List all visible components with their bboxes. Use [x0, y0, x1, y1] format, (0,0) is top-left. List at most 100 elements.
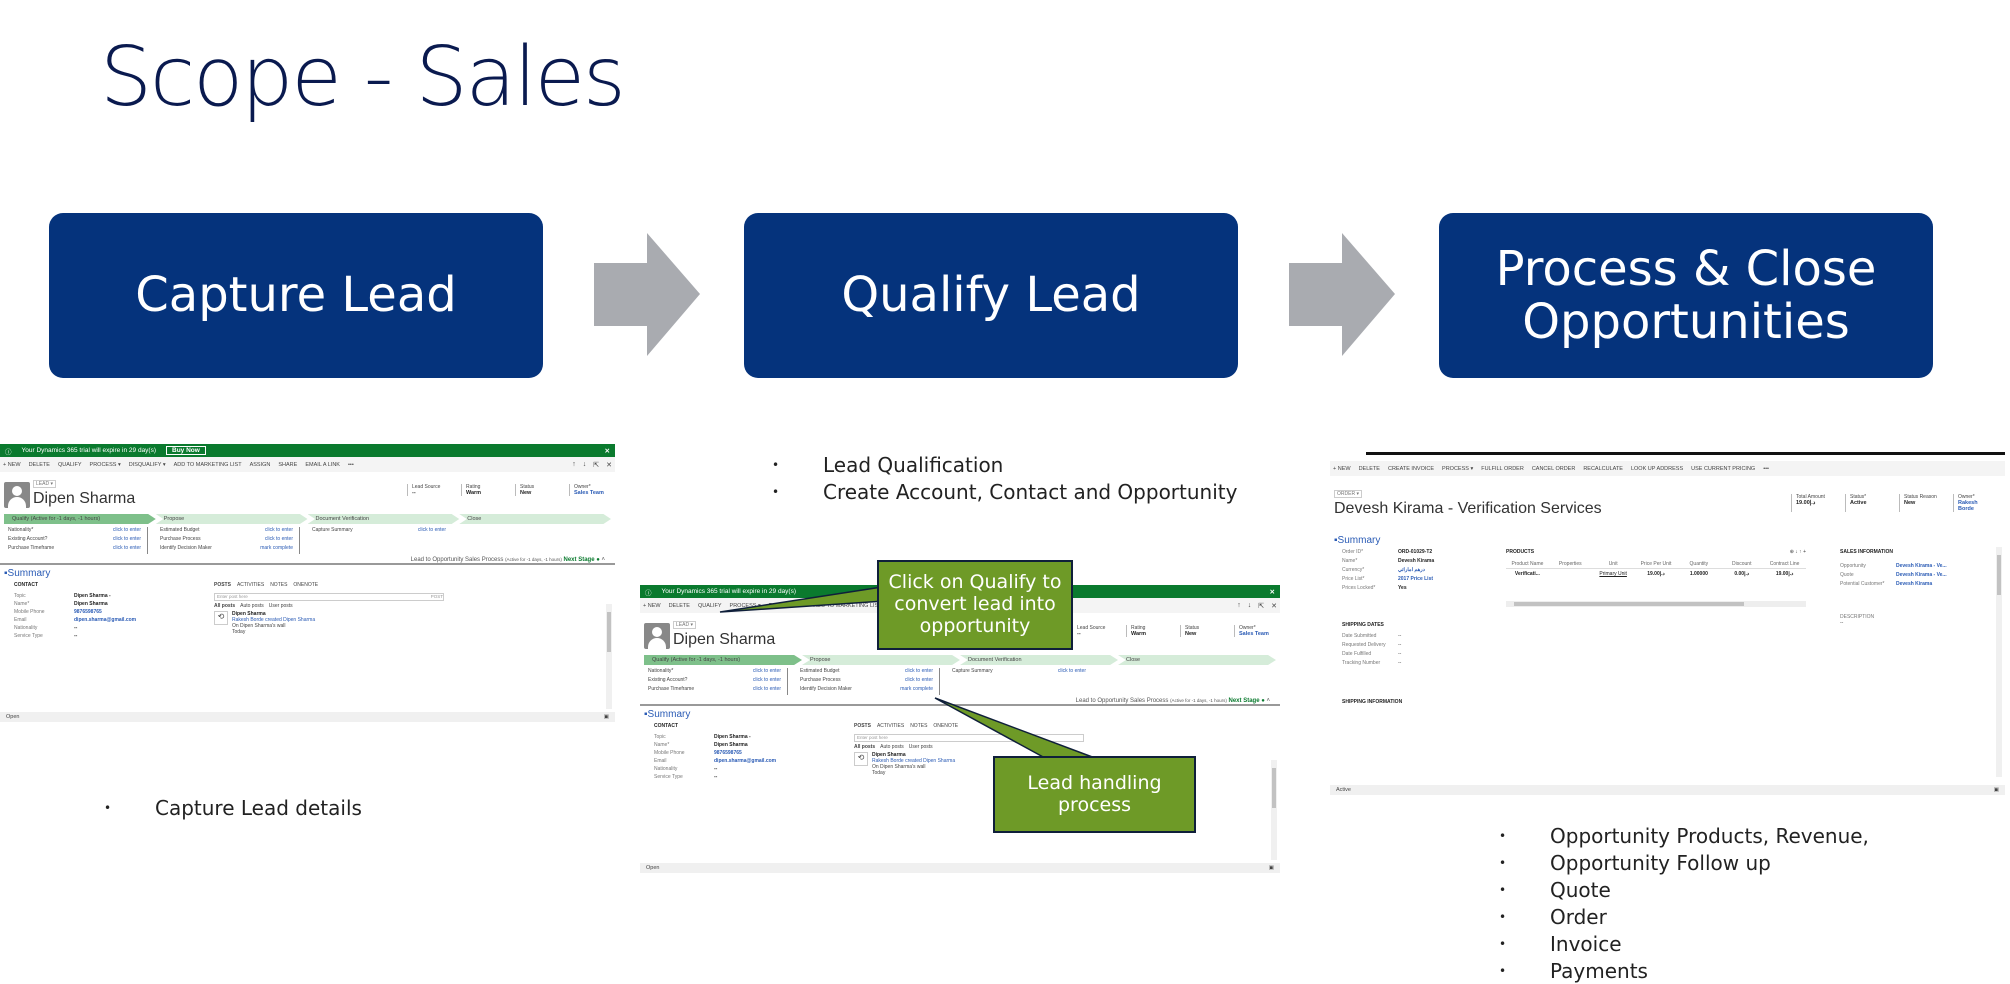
- stage-steps: Nationality*click to enter Existing Acco…: [648, 668, 1272, 695]
- top-edge: [1366, 452, 2005, 455]
- tab-notes[interactable]: NOTES: [270, 582, 288, 588]
- bullet-item: •Opportunity Products, Revenue,: [1499, 823, 1869, 848]
- fulfill-order-button[interactable]: FULFILL ORDER: [1481, 465, 1524, 472]
- stage-qualify-lead: Qualify Lead: [744, 213, 1238, 378]
- table-row[interactable]: Verificati... Primary Unit 19.00د.إ 1.00…: [1514, 571, 1794, 577]
- record-header: LEAD ▾ Dipen Sharma Lead Source-- Rating…: [0, 472, 615, 514]
- status-footer: Open▣: [0, 712, 615, 722]
- bullet-item: •Lead Qualification: [772, 452, 1004, 477]
- callout-pointer-qualify: [719, 586, 903, 613]
- stage-label: Process & Close: [1495, 240, 1877, 297]
- tab-onenote[interactable]: ONENOTE: [933, 723, 959, 729]
- down-arrow-icon[interactable]: ↓: [1247, 601, 1252, 609]
- trial-banner: ⓘ Your Dynamics 365 trial will expire in…: [0, 444, 615, 457]
- bpf-stage-close[interactable]: Close: [459, 514, 611, 524]
- bpf-stage-propose[interactable]: Propose: [155, 514, 308, 524]
- bpf-stage-qualify[interactable]: Qualify (Active for -1 days, -1 hours): [644, 655, 802, 665]
- next-stage-icon[interactable]: ●: [596, 557, 600, 563]
- next-stage-icon[interactable]: ●: [1261, 698, 1265, 704]
- down-arrow-icon[interactable]: ↓: [582, 460, 587, 468]
- callout-process: Lead handling process: [993, 756, 1196, 833]
- entity-type-selector[interactable]: ORDER ▾: [1334, 490, 1362, 498]
- close-icon[interactable]: ✕: [1271, 602, 1277, 610]
- summary-section-header[interactable]: ▪Summary: [640, 704, 1280, 723]
- disqualify-button[interactable]: DISQUALIFY ▾: [128, 461, 166, 468]
- process-button[interactable]: PROCESS ▾: [89, 461, 121, 468]
- avatar: [644, 623, 670, 649]
- popout-icon[interactable]: ⇱: [1258, 602, 1265, 610]
- bpf-stage-close[interactable]: Close: [1118, 655, 1276, 665]
- qualify-bullets: •Lead Qualification •Create Account, Con…: [768, 451, 1237, 505]
- up-arrow-icon[interactable]: ↑: [572, 460, 576, 468]
- bpf-stage-document-verification[interactable]: Document Verification: [960, 655, 1118, 665]
- more-commands-button[interactable]: •••: [1763, 465, 1769, 472]
- more-commands-button[interactable]: •••: [347, 461, 354, 468]
- summary-section-header[interactable]: ▪Summary: [1334, 535, 1381, 546]
- vertical-scrollbar[interactable]: [606, 604, 612, 709]
- close-banner-button[interactable]: ✕: [604, 447, 610, 455]
- save-icon[interactable]: ▣: [603, 714, 609, 720]
- arrow-right-icon: [594, 233, 700, 356]
- tab-posts[interactable]: POSTS: [214, 582, 231, 588]
- tab-activities[interactable]: ACTIVITIES: [876, 723, 905, 729]
- up-arrow-icon[interactable]: ↑: [1237, 601, 1241, 609]
- new-button[interactable]: + NEW: [643, 602, 661, 609]
- look-up-address-button[interactable]: LOOK UP ADDRESS: [1630, 465, 1684, 472]
- qualify-button[interactable]: QUALIFY: [697, 602, 722, 609]
- lead-screenshot: ⓘ Your Dynamics 365 trial will expire in…: [0, 444, 615, 722]
- email-link-button[interactable]: EMAIL A LINK: [305, 461, 340, 468]
- add-to-marketing-list-button[interactable]: ADD TO MARKETING LIST: [813, 602, 882, 609]
- next-stage-button[interactable]: Next Stage: [563, 557, 595, 563]
- qualify-button[interactable]: QUALIFY: [57, 461, 82, 468]
- entity-type-selector[interactable]: LEAD ▾: [673, 621, 696, 629]
- new-button[interactable]: + NEW: [1333, 465, 1351, 472]
- post-button[interactable]: POST: [430, 594, 443, 599]
- tab-posts[interactable]: POSTS: [854, 723, 871, 729]
- post-input[interactable]: Enter post here: [854, 734, 1084, 742]
- save-icon[interactable]: ▣: [1993, 787, 1999, 793]
- save-icon[interactable]: ▣: [1268, 865, 1274, 871]
- bpf-stage-qualify[interactable]: Qualify (Active for -1 days, -1 hours): [4, 514, 156, 524]
- delete-button[interactable]: DELETE: [668, 602, 690, 609]
- entity-type-selector[interactable]: LEAD ▾: [33, 480, 56, 488]
- description-field[interactable]: --: [1840, 620, 1844, 626]
- order-screenshot: + NEW DELETE CREATE INVOICE PROCESS ▾ FU…: [1330, 452, 2005, 795]
- next-stage-button[interactable]: Next Stage: [1228, 698, 1260, 704]
- summary-section-header[interactable]: ▪Summary: [0, 563, 615, 582]
- tab-onenote[interactable]: ONENOTE: [293, 582, 319, 588]
- bullet-item: •Invoice: [1499, 931, 1622, 956]
- avatar: [4, 482, 30, 508]
- process-button[interactable]: PROCESS ▾: [729, 602, 761, 609]
- bpf-stage-document-verification[interactable]: Document Verification: [307, 514, 460, 524]
- record-name: Dipen Sharma: [673, 631, 776, 648]
- close-banner-button[interactable]: ✕: [1269, 588, 1275, 596]
- bpf-stage-propose[interactable]: Propose: [802, 655, 960, 665]
- tab-notes[interactable]: NOTES: [910, 723, 928, 729]
- callout-qualify: Click on Qualify to convert lead into op…: [877, 560, 1073, 650]
- share-button[interactable]: SHARE: [278, 461, 298, 468]
- tab-activities[interactable]: ACTIVITIES: [236, 582, 265, 588]
- create-invoice-button[interactable]: CREATE INVOICE: [1387, 465, 1435, 472]
- horizontal-scrollbar[interactable]: [1506, 601, 1806, 607]
- vertical-scrollbar[interactable]: [1271, 760, 1277, 860]
- close-icon[interactable]: ✕: [606, 461, 612, 469]
- process-bar: Qualify (Active for -1 days, -1 hours) P…: [644, 655, 1276, 665]
- use-current-pricing-button[interactable]: USE CURRENT PRICING: [1691, 465, 1756, 472]
- recalculate-button[interactable]: RECALCULATE: [1583, 465, 1623, 472]
- popout-icon[interactable]: ⇱: [593, 461, 600, 469]
- post-icon: ⟲: [854, 752, 868, 766]
- stage-label: Opportunities: [1522, 293, 1850, 350]
- cancel-order-button[interactable]: CANCEL ORDER: [1531, 465, 1576, 472]
- process-button[interactable]: PROCESS ▾: [1442, 465, 1474, 472]
- assign-button[interactable]: ASSIGN: [249, 461, 271, 468]
- buy-now-button[interactable]: Buy Now: [166, 446, 206, 455]
- delete-button[interactable]: DELETE: [1358, 465, 1380, 472]
- add-to-marketing-list-button[interactable]: ADD TO MARKETING LIST: [173, 461, 242, 468]
- vertical-scrollbar[interactable]: [1996, 547, 2002, 777]
- delete-button[interactable]: DELETE: [28, 461, 50, 468]
- add-product-icon[interactable]: ⊕ ↓ ↑ +: [1789, 549, 1806, 555]
- new-button[interactable]: + NEW: [3, 461, 21, 468]
